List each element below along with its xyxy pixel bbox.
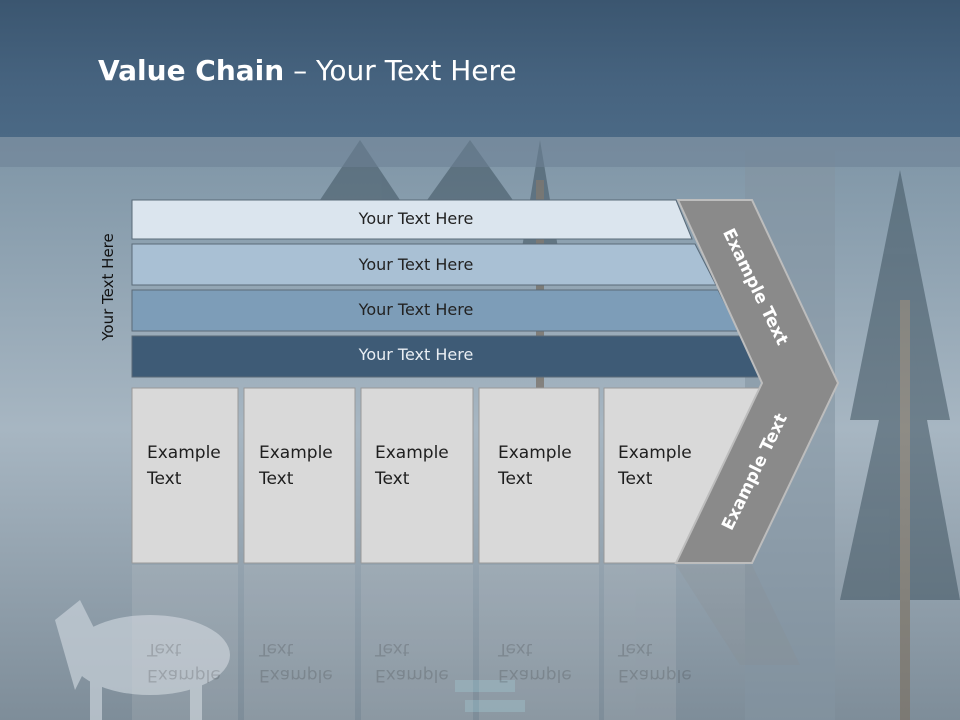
column-reflection-text-5: Example Text	[618, 636, 692, 688]
column-box-1[interactable]	[131, 387, 239, 564]
bar-label-4: Your Text Here	[358, 345, 474, 364]
header-band	[0, 137, 960, 167]
column-box-3[interactable]	[360, 387, 474, 564]
column-reflection-text-4: Example Text	[498, 636, 572, 688]
reflection-line2: Text	[147, 639, 182, 659]
column-reflection-text-1: Example Text	[147, 636, 221, 688]
column-text-2: Example Text	[259, 440, 333, 492]
column-reflection-text-3: Example Text	[375, 636, 449, 688]
reflection-line1: Example	[147, 665, 221, 685]
bar-label-1: Your Text Here	[358, 209, 474, 228]
column-text-3: Example Text	[375, 440, 449, 492]
column-text-3-line1: Example	[375, 443, 449, 463]
column-text-1-line1: Example	[147, 443, 221, 463]
reflection-line2: Text	[618, 639, 653, 659]
column-text-1: Example Text	[147, 440, 221, 492]
column-boxes	[131, 387, 763, 564]
reflection-line1: Example	[618, 665, 692, 685]
steps-shape	[455, 680, 525, 712]
reflection-line1: Example	[498, 665, 572, 685]
column-text-5: Example Text	[618, 440, 692, 492]
header-bar	[0, 0, 960, 137]
title-rest: – Your Text Here	[284, 54, 517, 87]
column-text-2-line1: Example	[259, 443, 333, 463]
column-text-3-line2: Text	[375, 469, 410, 489]
column-text-4-line1: Example	[498, 443, 572, 463]
column-box-4[interactable]	[478, 387, 600, 564]
column-text-5-line2: Text	[618, 469, 653, 489]
chevron-arrow[interactable]	[674, 199, 840, 564]
column-text-4-line2: Text	[498, 469, 533, 489]
reflection-line2: Text	[375, 639, 410, 659]
column-text-4: Example Text	[498, 440, 572, 492]
column-text-2-line2: Text	[259, 469, 294, 489]
column-text-1-line2: Text	[147, 469, 182, 489]
column-box-2[interactable]	[243, 387, 356, 564]
reflection-line2: Text	[259, 639, 294, 659]
chevron-reflection	[676, 565, 800, 665]
column-reflection-text-2: Example Text	[259, 636, 333, 688]
bar-label-3: Your Text Here	[358, 300, 474, 319]
bar-label-2: Your Text Here	[358, 255, 474, 274]
reflection-line1: Example	[375, 665, 449, 685]
column-text-5-line1: Example	[618, 443, 692, 463]
horse-shape	[55, 600, 230, 720]
bar-1[interactable]	[131, 199, 693, 240]
column-reflections	[132, 565, 676, 720]
reflection-line2: Text	[498, 639, 533, 659]
slide-title[interactable]: Value Chain – Your Text Here	[98, 54, 517, 94]
title-bold: Value Chain	[98, 54, 285, 87]
reflection-line1: Example	[259, 665, 333, 685]
